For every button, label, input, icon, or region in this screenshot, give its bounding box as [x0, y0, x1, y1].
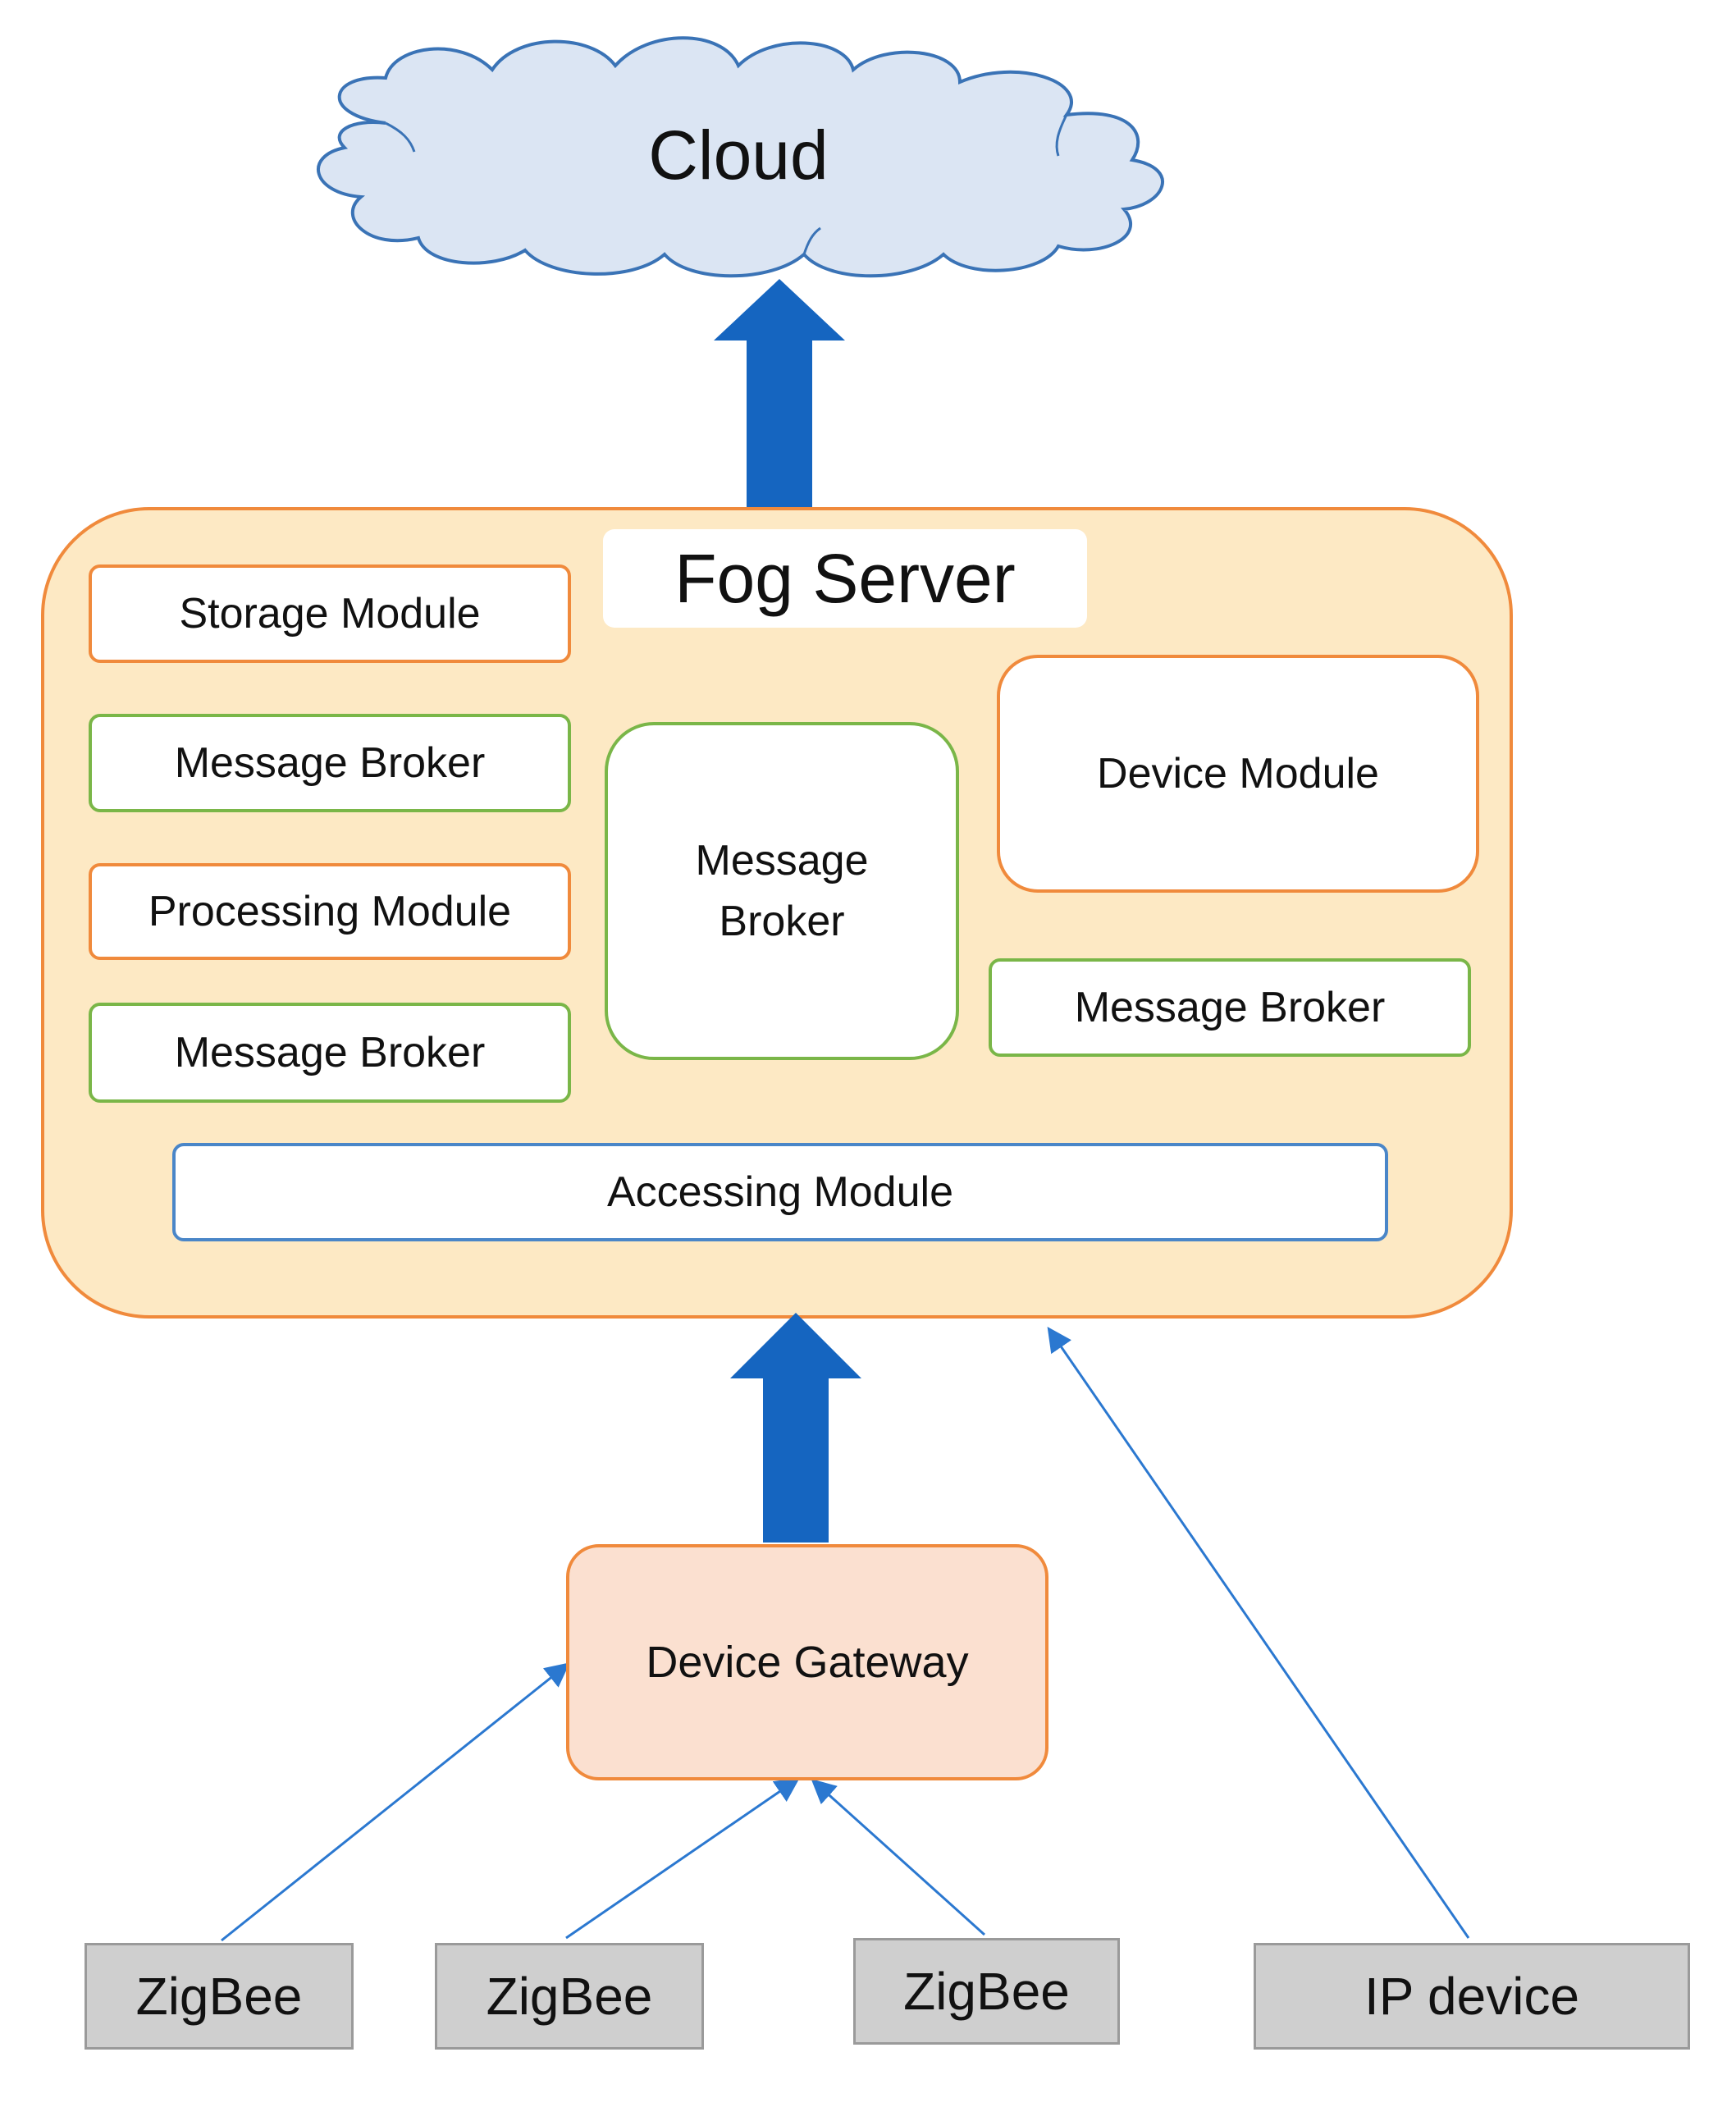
zigbee-1-to-gateway-arrow: [221, 1662, 570, 1942]
message-broker-left-bottom-label: Message Broker: [174, 1029, 486, 1076]
zigbee-device-1: ZigBee: [85, 1943, 354, 2050]
message-broker-left-top-label: Message Broker: [174, 739, 486, 787]
message-broker-left-top: Message Broker: [89, 714, 571, 812]
central-message-broker-label: Message Broker: [695, 837, 869, 945]
device-gateway-label: Device Gateway: [646, 1638, 969, 1687]
zigbee-device-3: ZigBee: [853, 1938, 1120, 2045]
ip-device: IP device: [1254, 1943, 1690, 2050]
accessing-module-label: Accessing Module: [607, 1168, 953, 1216]
zigbee-device-1-label: ZigBee: [135, 1967, 303, 2026]
ip-device-to-fog-arrow: [1047, 1327, 1470, 1939]
message-broker-right: Message Broker: [989, 958, 1471, 1057]
device-gateway: Device Gateway: [566, 1544, 1048, 1780]
fog-server-title-text: Fog Server: [674, 539, 1016, 617]
zigbee-device-2: ZigBee: [435, 1943, 704, 2050]
zigbee-device-2-label: ZigBee: [486, 1967, 653, 2026]
zigbee-3-to-gateway-arrow: [811, 1778, 986, 1936]
ip-device-label: IP device: [1364, 1967, 1580, 2026]
processing-module-label: Processing Module: [148, 888, 512, 935]
cloud-shape: [317, 36, 1164, 278]
cloud-label: Cloud: [648, 117, 828, 194]
device-module: Device Module: [997, 655, 1479, 893]
device-module-label: Device Module: [1097, 750, 1379, 798]
message-broker-right-label: Message Broker: [1074, 984, 1386, 1031]
zigbee-device-3-label: ZigBee: [903, 1962, 1070, 2021]
central-message-broker: Message Broker: [605, 722, 959, 1060]
processing-module: Processing Module: [89, 863, 571, 960]
zigbee-2-to-gateway-arrow: [565, 1777, 800, 1940]
upload-arrow-to-cloud: [714, 279, 845, 509]
gateway-to-fog-arrow: [730, 1313, 861, 1543]
storage-module-label: Storage Module: [179, 590, 481, 638]
fog-server-title: Fog Server: [603, 529, 1087, 628]
accessing-module: Accessing Module: [172, 1143, 1388, 1241]
message-broker-left-bottom: Message Broker: [89, 1003, 571, 1103]
storage-module: Storage Module: [89, 564, 571, 663]
